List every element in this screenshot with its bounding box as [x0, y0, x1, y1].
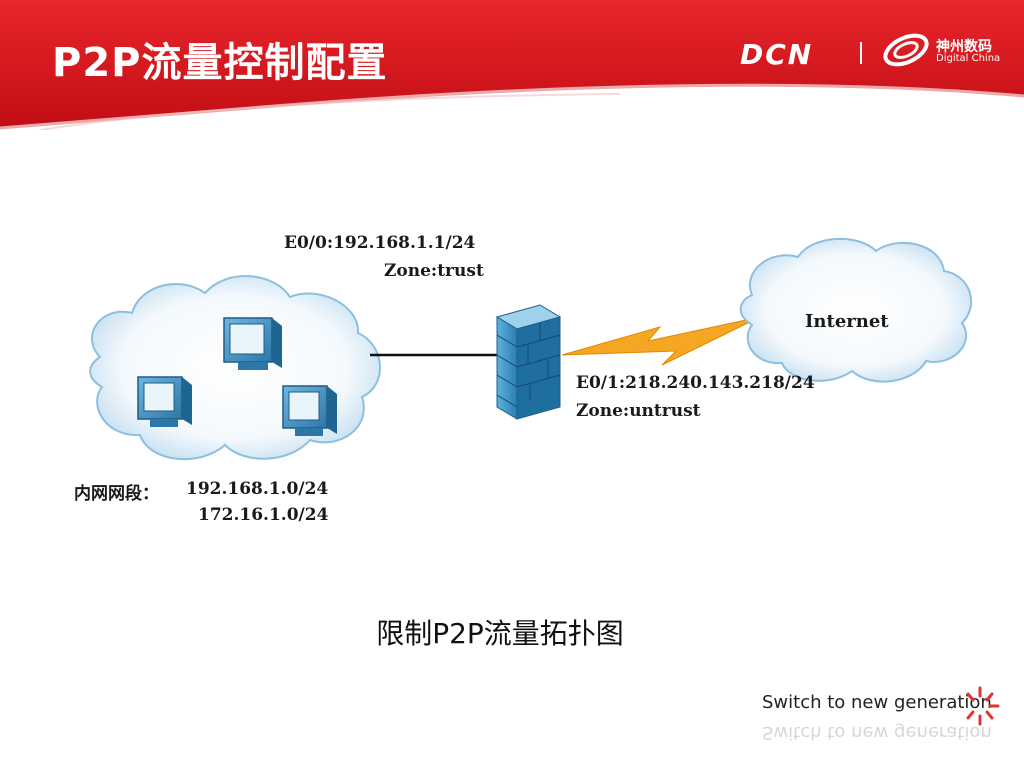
pc-icon: [223, 317, 282, 370]
lan-interface-label: E0/0:192.168.1.1/24: [284, 233, 476, 253]
header-background: [0, 0, 1024, 131]
digital-china-swirl-icon: [883, 33, 929, 67]
slide-header: [0, 0, 1024, 131]
topology-diagram: E0/0:192.168.1.1/24 Zone:trust Internet …: [0, 205, 1024, 535]
logo-divider: [860, 42, 862, 64]
internet-label: Internet: [805, 311, 889, 332]
pc-icon: [282, 385, 337, 436]
internet-cloud: [739, 238, 972, 383]
wan-zone-label: Zone:untrust: [576, 401, 701, 421]
subnet-2-label: 172.16.1.0/24: [198, 505, 329, 525]
lan-zone-label: Zone:trust: [384, 261, 484, 281]
subnet-title-label: 内网网段：: [74, 484, 159, 504]
company-name-en: Digital China: [936, 53, 1001, 64]
sunburst-icon: [966, 686, 1000, 726]
dcn-logo: DCN: [740, 38, 814, 71]
page-title: P2P流量控制配置: [52, 40, 388, 86]
firewall-icon: [495, 304, 562, 420]
tagline: Switch to new generation: [762, 692, 992, 713]
topology-graphics: [89, 238, 972, 461]
company-name-cn: 神州数码: [936, 39, 992, 55]
wan-interface-label: E0/1:218.240.143.218/24: [576, 373, 815, 393]
subnet-1-label: 192.168.1.0/24: [186, 479, 329, 499]
pc-icon: [137, 376, 192, 427]
tagline-reflection: Switch to new generation: [762, 722, 992, 743]
diagram-caption: 限制P2P流量拓扑图: [376, 617, 624, 650]
wan-lightning-link: [561, 316, 761, 366]
